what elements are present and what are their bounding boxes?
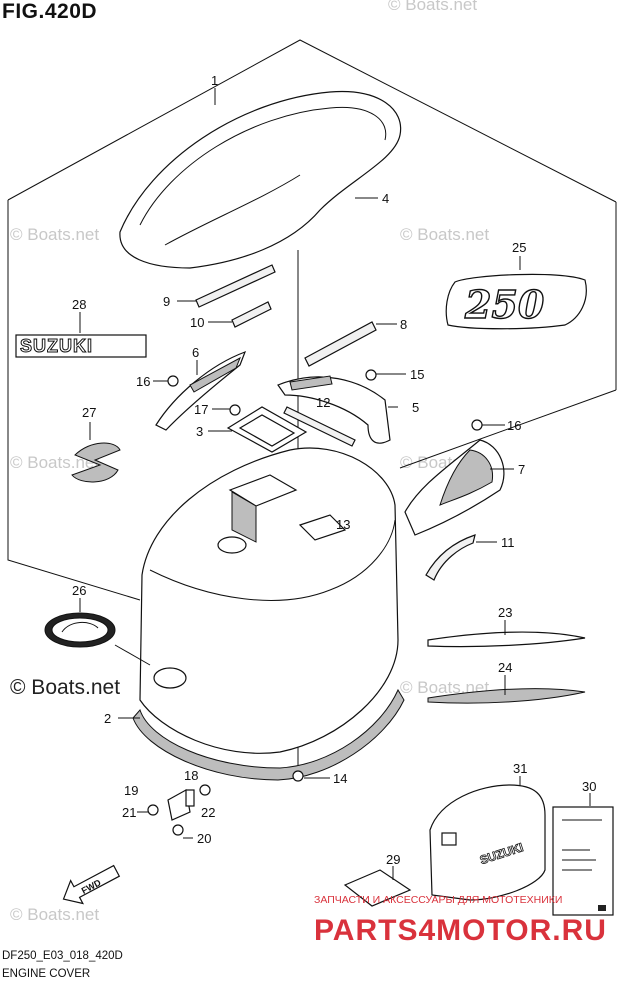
part-number-label: 10 bbox=[190, 315, 204, 330]
lower-cover-part bbox=[139, 447, 399, 754]
oval-emblem bbox=[44, 612, 116, 648]
part-number-label: 24 bbox=[498, 660, 512, 675]
part-number-label: 7 bbox=[518, 462, 525, 477]
parts4motor-stamp: ЗАПЧАСТИ И АКСЕССУАРЫ ДЛЯ МОТОТЕХНИКИ PA… bbox=[314, 894, 607, 947]
watermark: © Boats.net bbox=[10, 905, 99, 924]
bottom-seal-2 bbox=[132, 688, 405, 781]
part-number-label: 27 bbox=[82, 405, 96, 420]
left-vent-part bbox=[155, 350, 247, 431]
part-number-label: 25 bbox=[512, 240, 526, 255]
part-number-label: 4 bbox=[382, 191, 389, 206]
part-number-label: 31 bbox=[513, 761, 527, 776]
part-number-label: 14 bbox=[333, 771, 347, 786]
upper-cover-part bbox=[119, 90, 402, 269]
rear-bracket-part bbox=[277, 375, 391, 444]
part-number-label: 17 bbox=[194, 402, 208, 417]
watermark: © Boats.net bbox=[388, 0, 477, 14]
part-number-label: 6 bbox=[192, 345, 199, 360]
watermark: © Boats.net bbox=[10, 225, 99, 244]
strip-8 bbox=[304, 321, 377, 367]
owners-manual bbox=[552, 806, 614, 916]
part-number-label: 16 bbox=[136, 374, 150, 389]
part-number-label: 15 bbox=[410, 367, 424, 382]
part-number-labels: 1 4 25 28 9 10 8 6 16 15 12 5 27 17 16 3… bbox=[72, 73, 596, 867]
part-number-label: 11 bbox=[501, 535, 515, 550]
watermark: © Boats.net bbox=[400, 225, 489, 244]
watermark-group: © Boats.net © Boats.net © Boats.net © Bo… bbox=[10, 0, 489, 924]
part-number-label: 18 bbox=[184, 768, 198, 783]
part-number-label: 13 bbox=[336, 517, 350, 532]
strip-9 bbox=[195, 264, 276, 308]
right-vent-part bbox=[404, 439, 505, 536]
figure-code: DF250_E03_018_420D bbox=[2, 950, 123, 962]
part-number-label: 16 bbox=[507, 418, 521, 433]
part-number-label: 9 bbox=[163, 294, 170, 309]
leader-lines bbox=[79, 88, 591, 880]
strip-11 bbox=[425, 534, 476, 581]
suzuki-decal-text: SUZUKI bbox=[20, 336, 93, 356]
part-number-label: 30 bbox=[582, 779, 596, 794]
part-number-label: 3 bbox=[196, 424, 203, 439]
seal-frame-3 bbox=[226, 406, 308, 453]
part-number-label: 29 bbox=[386, 852, 400, 867]
part-number-label: 22 bbox=[201, 805, 215, 820]
model-250-text: 250 bbox=[464, 282, 545, 327]
cap-circle bbox=[217, 536, 247, 554]
emblem-recess bbox=[153, 667, 187, 689]
figure-name: ENGINE COVER bbox=[2, 968, 91, 980]
part-number-label: 26 bbox=[72, 583, 86, 598]
part-number-label: 12 bbox=[316, 395, 330, 410]
figure-title: FIG.420D bbox=[2, 0, 98, 23]
part-number-label: 5 bbox=[412, 400, 419, 415]
watermark-main: © Boats.net bbox=[10, 676, 120, 699]
part-number-label: 28 bbox=[72, 297, 86, 312]
model-250-decal: 250 bbox=[445, 273, 587, 330]
fasteners bbox=[147, 369, 483, 836]
part-number-label: 8 bbox=[400, 317, 407, 332]
watermark: © Boats.net bbox=[10, 453, 99, 472]
part-number-label: 21 bbox=[122, 805, 136, 820]
part-number-label: 23 bbox=[498, 605, 512, 620]
part-number-label: 20 bbox=[197, 831, 211, 846]
part-number-label: 2 bbox=[104, 711, 111, 726]
decal-strip-24 bbox=[427, 688, 586, 704]
stamp-site: PARTS4MOTOR.RU bbox=[314, 914, 607, 947]
engine-cover-bag: SUZUKI bbox=[429, 784, 546, 901]
cord-part bbox=[343, 869, 412, 907]
strip-12 bbox=[283, 406, 356, 447]
part-number-label: 1 bbox=[211, 73, 218, 88]
forward-arrow: FWD bbox=[62, 864, 121, 905]
strip-10 bbox=[231, 301, 272, 328]
s-emblem bbox=[71, 442, 121, 483]
stamp-caption: ЗАПЧАСТИ И АКСЕССУАРЫ ДЛЯ МОТОТЕХНИКИ bbox=[314, 894, 562, 906]
suzuki-decal: SUZUKI bbox=[15, 334, 147, 358]
decal-strip-23 bbox=[427, 631, 586, 648]
watermark: © Boats.net bbox=[400, 678, 489, 697]
part-number-label: 19 bbox=[124, 783, 138, 798]
